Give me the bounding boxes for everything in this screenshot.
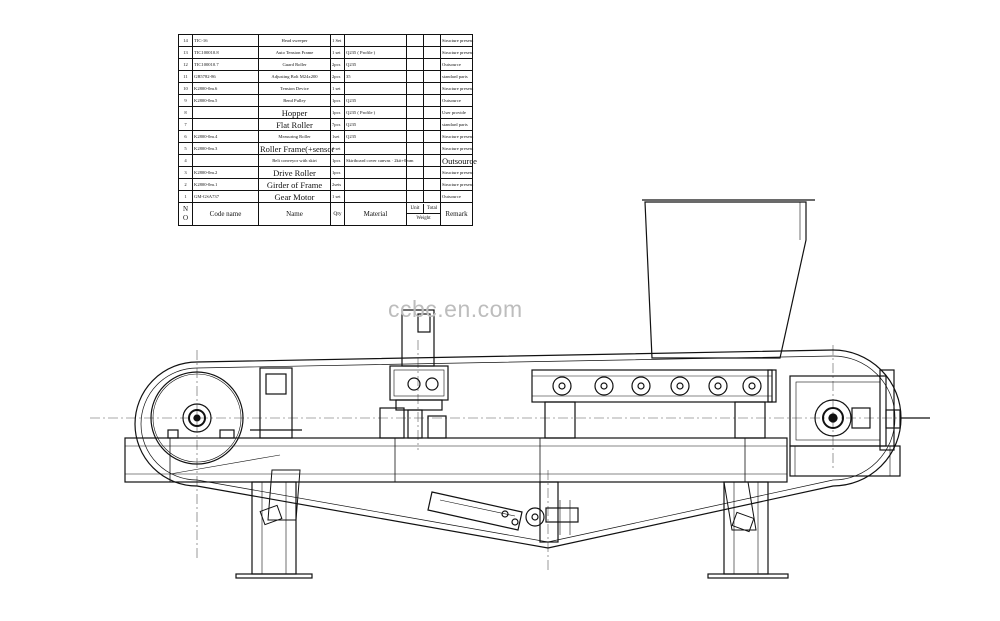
conveyor-belt (134, 349, 902, 549)
auto-tension-frame (427, 491, 523, 531)
watermark-text: ccbc.en.com (388, 296, 523, 322)
header-material: Material (344, 202, 407, 226)
girder-frame (124, 437, 788, 483)
guard-rollers (259, 469, 757, 533)
bend-pulley-tension (525, 481, 579, 543)
measuring-roller-assembly (379, 309, 449, 439)
header-name: Name (258, 202, 331, 226)
header-total: Total (426, 206, 438, 211)
header-unit: Unit (407, 204, 424, 213)
header-weight: Weight (416, 216, 431, 221)
flat-roller-frame (531, 369, 777, 439)
header-code-name: Code name (192, 202, 259, 226)
drive-roller-gear-motor (789, 369, 930, 477)
hopper (642, 199, 815, 359)
flat-rollers (552, 376, 762, 396)
header-remark: Remark (440, 202, 473, 226)
support-legs (235, 481, 789, 579)
tension-support (250, 367, 302, 439)
tail-pulley (150, 371, 244, 465)
